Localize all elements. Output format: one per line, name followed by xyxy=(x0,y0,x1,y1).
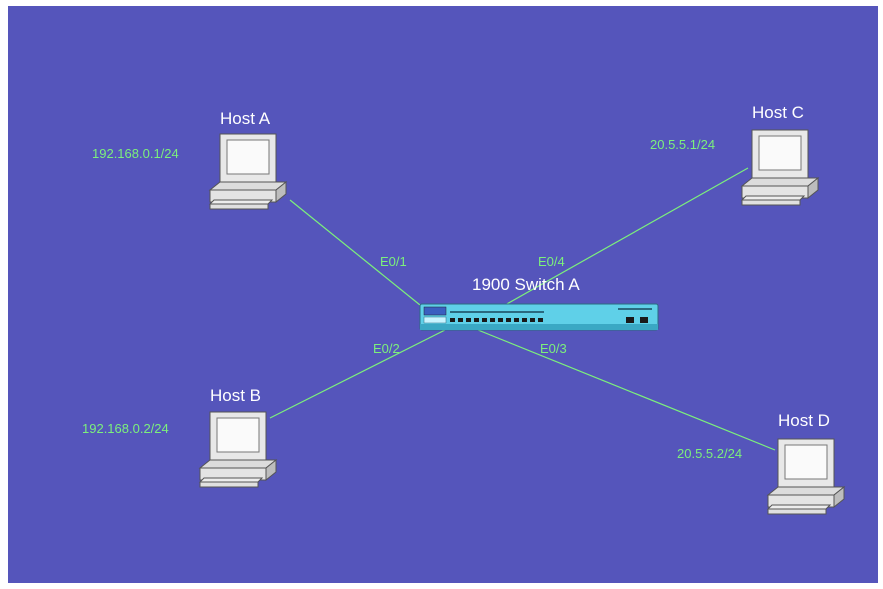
port-label-host-c: E0/4 xyxy=(538,254,565,269)
link-host-a xyxy=(289,199,421,306)
port-label-host-b: E0/2 xyxy=(373,341,400,356)
port-label-host-d: E0/3 xyxy=(540,341,567,356)
link-host-d xyxy=(477,329,776,451)
host-d-label: Host D xyxy=(778,411,830,430)
switch-ports xyxy=(450,317,648,323)
links xyxy=(269,167,776,451)
host-a-label: Host A xyxy=(220,109,271,128)
host-c-computer-icon[interactable] xyxy=(741,129,819,206)
switch-device[interactable] xyxy=(419,303,659,331)
host-c-label: Host C xyxy=(752,103,804,122)
diagram-background xyxy=(8,6,878,583)
host-b-ip: 192.168.0.2/24 xyxy=(82,421,169,436)
host-d-ip: 20.5.5.2/24 xyxy=(677,446,742,461)
switch-label: 1900 Switch A xyxy=(472,275,580,294)
host-d-computer-icon[interactable] xyxy=(767,438,845,515)
link-host-c xyxy=(504,167,749,306)
link-host-b xyxy=(269,329,446,419)
host-a-computer-icon[interactable] xyxy=(209,133,287,210)
host-b-label: Host B xyxy=(210,386,261,405)
host-b-computer-icon[interactable] xyxy=(199,411,277,488)
port-label-host-a: E0/1 xyxy=(380,254,407,269)
host-a-ip: 192.168.0.1/24 xyxy=(92,146,179,161)
host-c-ip: 20.5.5.1/24 xyxy=(650,137,715,152)
